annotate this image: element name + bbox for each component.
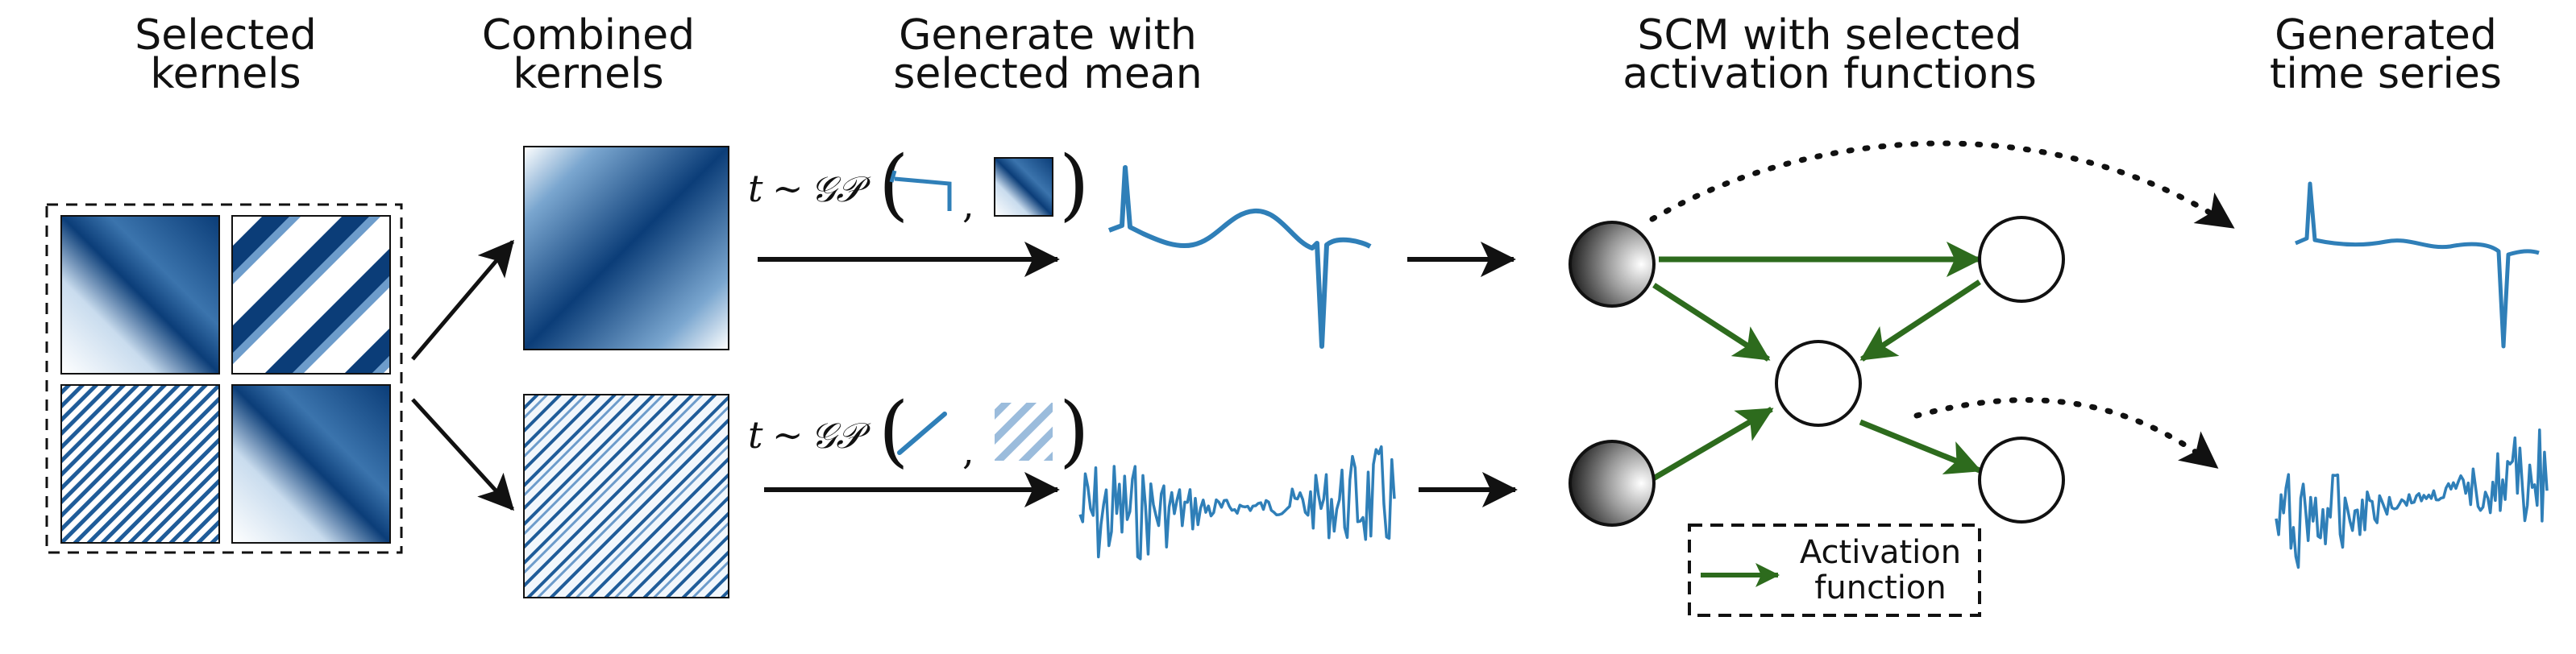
legend-box	[1688, 524, 1981, 617]
dotted-curved-arrow-icon	[1913, 397, 2220, 470]
activation-edge	[1652, 283, 1771, 362]
formula-separator: ,	[962, 429, 974, 473]
kernel-icon-top	[994, 157, 1053, 217]
gradient-circle-node-icon	[1568, 440, 1656, 527]
combined-kernel-bottom	[523, 394, 729, 598]
circle-node-icon	[1978, 216, 2065, 303]
activation-edge	[1859, 279, 1981, 362]
formula-relation: ∼	[772, 413, 804, 457]
series-bottom	[1078, 445, 1396, 561]
formula-close-paren: )	[1059, 139, 1089, 230]
formula-open-paren: (	[879, 139, 908, 230]
activation-edge	[1859, 419, 1982, 474]
formula-process: 𝒢𝒫	[811, 416, 870, 457]
scm-graph	[1568, 140, 2236, 527]
dotted-curved-arrow-icon	[1649, 140, 2236, 230]
series-top	[1107, 165, 1372, 349]
legend-label: Activation function	[1799, 534, 1962, 606]
activation-edge	[1649, 406, 1774, 483]
heading-scm: SCM with selected activation functions	[1622, 11, 2037, 98]
arrow-right-icon	[411, 398, 514, 511]
kernel-icon-bottom	[995, 403, 1053, 461]
kernel-fine-periodic-tile	[60, 384, 220, 544]
legend-frame	[1688, 524, 1981, 617]
mean-function-spike-icon	[889, 170, 952, 211]
generated-series-top	[2295, 181, 2540, 349]
formula-open-paren: (	[879, 386, 908, 476]
formula-variable: t	[748, 413, 763, 457]
selected-kernels-dashed-frame	[45, 203, 403, 554]
formula-relation: ∼	[772, 167, 804, 210]
kernel-rbf-tile-2	[231, 384, 391, 544]
heading-selected-kernels: Selected kernels	[135, 11, 317, 98]
formula-bottom: t ∼ 𝒢𝒫 ( , )	[748, 386, 1089, 476]
kernel-periodic-tile	[231, 215, 391, 375]
selected-kernels-group	[45, 203, 403, 554]
heading-generated-series: Generated time series	[2269, 11, 2502, 98]
kernel-rbf-tile	[60, 215, 220, 375]
formula-top: t ∼ 𝒢𝒫 ( , )	[748, 139, 1089, 230]
formula-variable: t	[748, 167, 763, 210]
circle-node-icon	[1775, 340, 1862, 427]
heading-combined-kernels: Combined kernels	[481, 11, 696, 98]
formula-close-paren: )	[1059, 386, 1089, 476]
arrow-right-icon	[411, 239, 514, 361]
circle-node-icon	[1978, 437, 2065, 524]
formula-separator: ,	[962, 183, 974, 226]
gradient-circle-node-icon	[1568, 221, 1656, 308]
generated-series-bottom	[2275, 428, 2549, 569]
formula-process: 𝒢𝒫	[811, 169, 870, 210]
heading-generate-mean: Generate with selected mean	[893, 11, 1203, 98]
mean-function-linear-icon	[897, 412, 947, 455]
combined-kernel-top	[523, 146, 729, 350]
